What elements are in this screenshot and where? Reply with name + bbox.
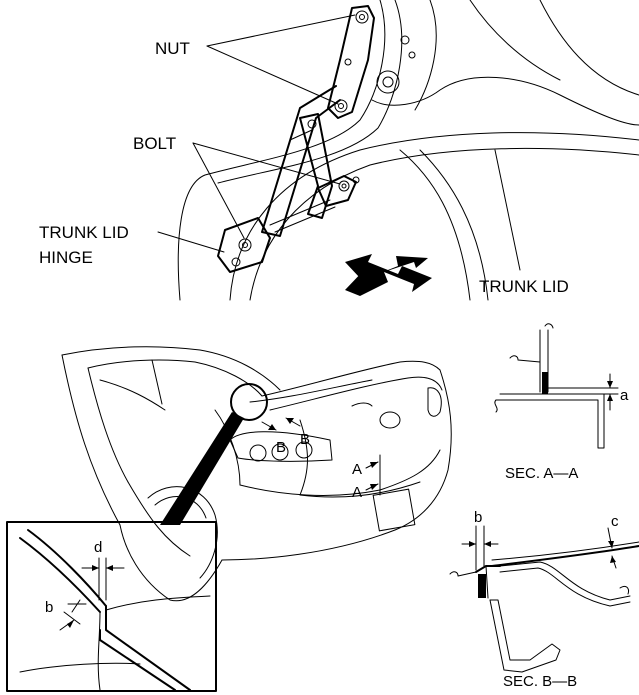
label-trunk-lid-hinge-line2: HINGE bbox=[39, 248, 93, 267]
hinge-view bbox=[177, 0, 639, 301]
section-marker-b-1: B bbox=[276, 439, 286, 456]
label-bolt: BOLT bbox=[133, 134, 176, 153]
dimension-d: d bbox=[94, 539, 102, 556]
section-marker-a-1: A bbox=[352, 461, 362, 478]
detail-pointer bbox=[160, 412, 244, 525]
label-nut: NUT bbox=[155, 39, 190, 58]
section-marker-b-2: B bbox=[300, 431, 310, 448]
label-trunk-lid: TRUNK LID bbox=[479, 277, 569, 296]
vehicle-rear-view bbox=[61, 346, 452, 602]
section-b-b-title: SEC. B—B bbox=[503, 673, 577, 690]
section-marker-a-2: A bbox=[352, 484, 362, 501]
section-a-a-view bbox=[494, 323, 619, 449]
dimension-c: c bbox=[611, 513, 619, 530]
section-b-b-view bbox=[449, 525, 639, 673]
dimension-a: a bbox=[620, 387, 629, 404]
detail-gap-view bbox=[6, 521, 217, 692]
dimension-b-detail: b bbox=[45, 599, 53, 616]
adjustment-arrows-icon bbox=[345, 254, 432, 296]
dimension-b: b bbox=[474, 509, 482, 526]
callout-leaders bbox=[157, 14, 521, 271]
label-trunk-lid-hinge-line1: TRUNK LID bbox=[39, 223, 129, 242]
section-a-a-title: SEC. A—A bbox=[505, 465, 578, 482]
